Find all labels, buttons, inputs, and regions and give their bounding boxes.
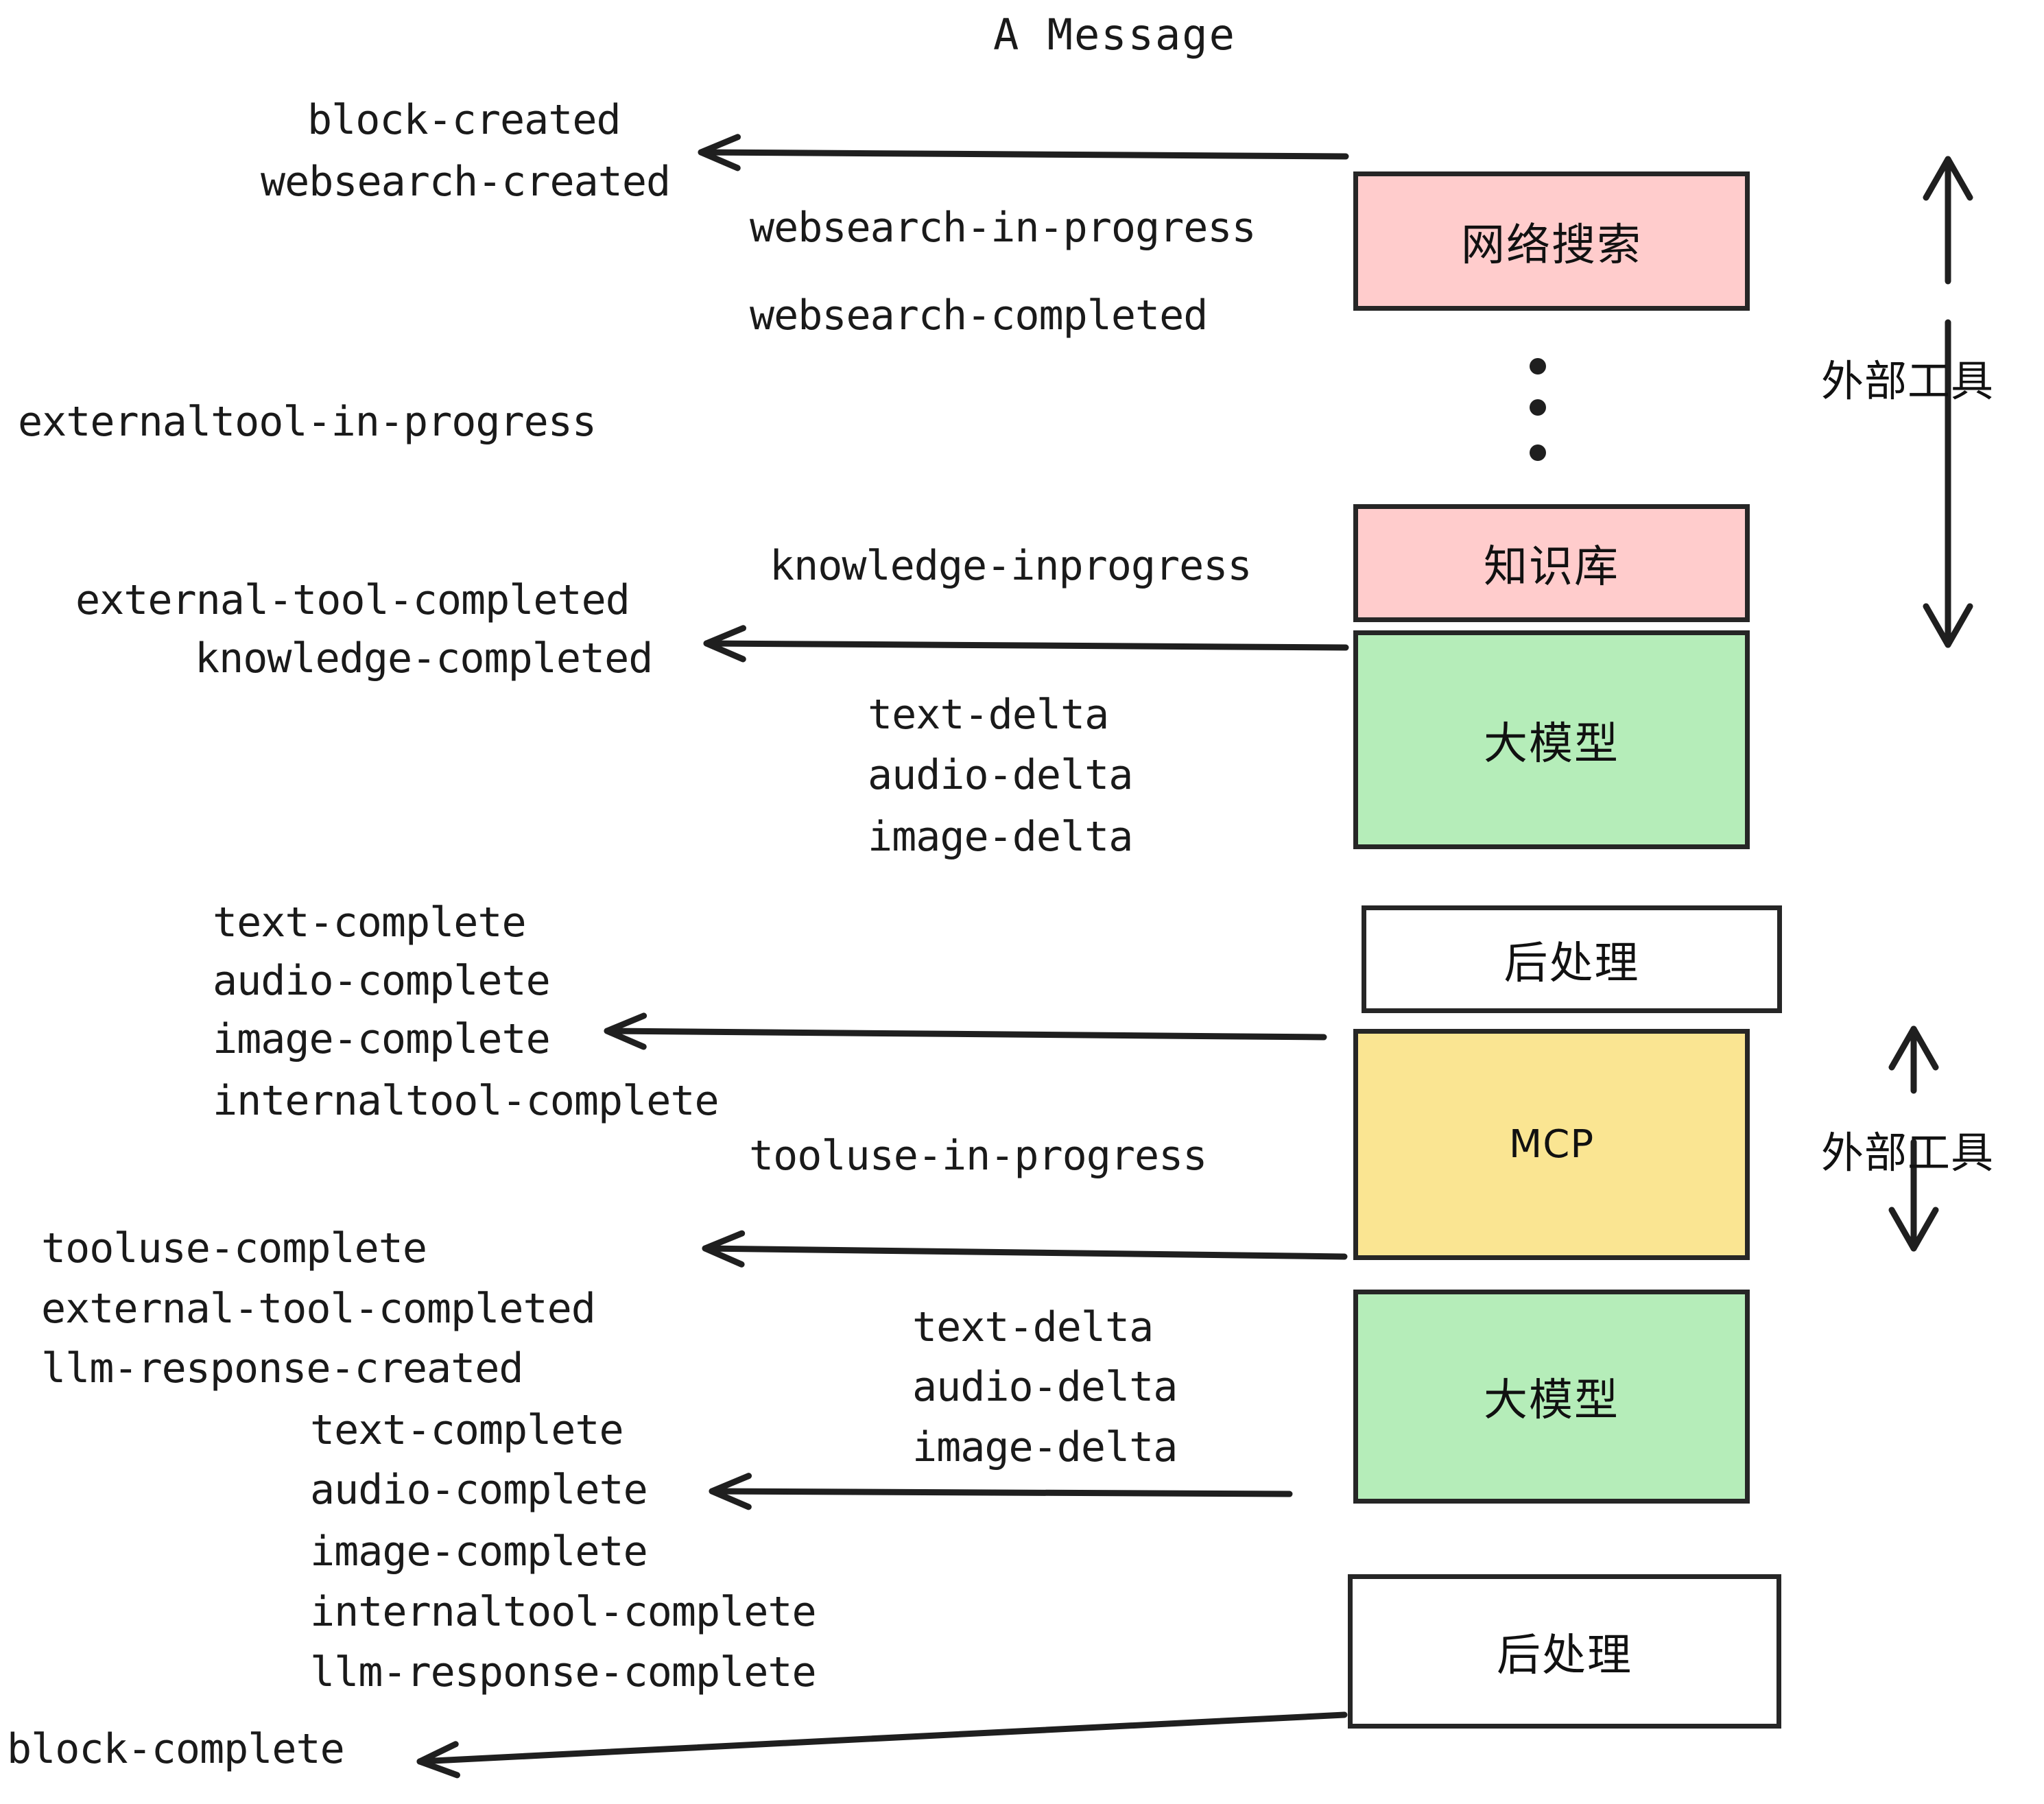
event-label-knowledge-inprogress: knowledge-inprogress bbox=[770, 542, 1252, 590]
side-label-external-tools-bottom: 外部工具 bbox=[1821, 1128, 1995, 1178]
event-label-external-tool-completed-1: external-tool-completed bbox=[75, 576, 630, 624]
arrow-image-complete-line bbox=[604, 1028, 1327, 1041]
event-label-image-complete-1: image-complete bbox=[213, 1015, 551, 1063]
ellipsis-dot-2 bbox=[1530, 399, 1546, 416]
node-websearch: 网络搜索 bbox=[1353, 171, 1750, 311]
node-llm-first: 大模型 bbox=[1353, 630, 1750, 849]
event-label-audio-delta-2: audio-delta bbox=[912, 1363, 1178, 1411]
external-tools-range-top-down-head bbox=[1923, 603, 1973, 648]
arrow-audio-complete-head bbox=[709, 1473, 752, 1510]
node-label-llm-second: 大模型 bbox=[1484, 1375, 1619, 1426]
node-label-postprocess-one: 后处理 bbox=[1504, 938, 1640, 989]
arrow-block-created-line bbox=[698, 149, 1349, 160]
event-label-externaltool-in-progress: externaltool-in-progress bbox=[18, 398, 597, 446]
side-label-external-tools-top: 外部工具 bbox=[1821, 356, 1995, 406]
node-postprocess-two: 后处理 bbox=[1348, 1574, 1781, 1729]
event-label-block-created: block-created bbox=[307, 96, 621, 144]
node-label-websearch: 网络搜索 bbox=[1461, 219, 1642, 271]
event-label-websearch-completed: websearch-completed bbox=[750, 292, 1208, 340]
arrow-tooluse-complete-line bbox=[702, 1245, 1348, 1260]
arrow-knowledge-done-head bbox=[703, 625, 747, 663]
event-label-tooluse-complete: tooluse-complete bbox=[41, 1224, 427, 1272]
node-label-knowledge: 知识库 bbox=[1484, 542, 1619, 593]
external-tools-range-bottom-down-head bbox=[1888, 1207, 1939, 1252]
arrow-block-complete-line bbox=[416, 1711, 1348, 1765]
event-label-text-complete-2: text-complete bbox=[310, 1406, 624, 1454]
node-postprocess-one: 后处理 bbox=[1362, 905, 1782, 1013]
node-mcp: MCP bbox=[1353, 1029, 1750, 1260]
event-label-text-complete-1: text-complete bbox=[213, 899, 527, 947]
node-knowledge: 知识库 bbox=[1353, 504, 1750, 622]
node-label-llm-first: 大模型 bbox=[1484, 718, 1619, 770]
event-label-audio-delta-1: audio-delta bbox=[868, 751, 1133, 799]
event-label-audio-complete-1: audio-complete bbox=[213, 957, 551, 1005]
event-label-audio-complete-2: audio-complete bbox=[310, 1466, 648, 1514]
event-label-tooluse-in-progress: tooluse-in-progress bbox=[749, 1132, 1207, 1180]
node-llm-second: 大模型 bbox=[1353, 1290, 1750, 1504]
event-label-llm-response-created: llm-response-created bbox=[41, 1344, 523, 1392]
diagram-title: A Message bbox=[993, 10, 1236, 60]
arrow-image-complete-head bbox=[604, 1012, 647, 1050]
ellipsis-dot-1 bbox=[1530, 358, 1546, 375]
event-label-internaltool-complete-2: internaltool-complete bbox=[310, 1588, 817, 1636]
event-label-internaltool-complete-1: internaltool-complete bbox=[213, 1077, 720, 1125]
event-label-websearch-created: websearch-created bbox=[261, 158, 671, 206]
arrow-tooluse-complete-head bbox=[702, 1230, 746, 1268]
node-label-postprocess-two: 后处理 bbox=[1497, 1630, 1632, 1681]
event-label-llm-response-complete: llm-response-complete bbox=[310, 1648, 817, 1696]
external-tools-range-top-up-head bbox=[1923, 156, 1973, 201]
event-label-knowledge-completed: knowledge-completed bbox=[195, 634, 653, 683]
event-label-websearch-in-progress: websearch-in-progress bbox=[750, 204, 1257, 252]
event-label-text-delta-2: text-delta bbox=[912, 1303, 1154, 1351]
arrow-knowledge-done-line bbox=[703, 640, 1349, 651]
event-label-text-delta-1: text-delta bbox=[868, 691, 1109, 739]
event-label-image-complete-2: image-complete bbox=[310, 1528, 648, 1576]
event-label-external-tool-completed-2: external-tool-completed bbox=[41, 1285, 596, 1333]
node-label-mcp: MCP bbox=[1508, 1122, 1595, 1167]
event-label-image-delta-2: image-delta bbox=[912, 1423, 1178, 1471]
external-tools-range-bottom-up-head bbox=[1888, 1025, 1939, 1071]
event-label-image-delta-1: image-delta bbox=[868, 813, 1133, 861]
ellipsis-dot-3 bbox=[1530, 444, 1546, 461]
event-label-block-complete: block-complete bbox=[7, 1725, 345, 1773]
arrow-block-created-head bbox=[698, 134, 741, 171]
arrow-block-complete-head bbox=[416, 1741, 460, 1779]
arrow-audio-complete-line bbox=[709, 1488, 1293, 1497]
